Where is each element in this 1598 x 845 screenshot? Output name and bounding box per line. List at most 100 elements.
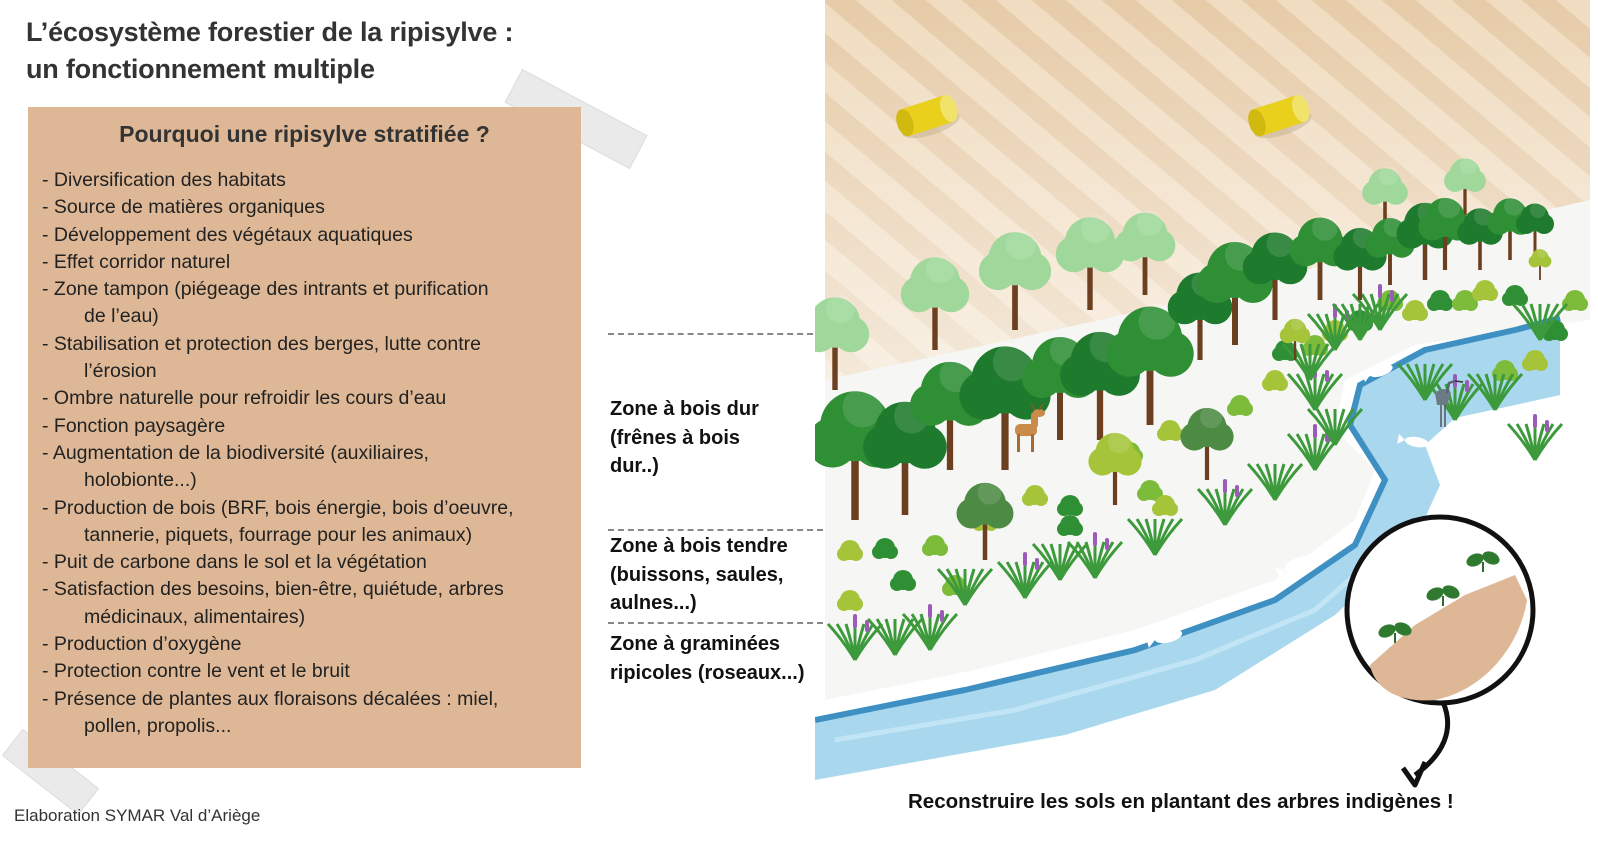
tree-icon [1114,210,1176,295]
seedling-icon [1378,622,1412,643]
shrub-icon [837,540,863,561]
shrub-icon [1227,395,1253,416]
shrub-icon [1057,515,1083,536]
tree-icon [956,480,1014,560]
reed-icon [936,567,994,606]
zone-divider-1 [608,333,823,335]
shrub-icon [1522,350,1548,371]
tree-icon [900,254,970,350]
benefit-text: - Stabilisation et protection des berges… [42,332,481,355]
fish-icon [1361,364,1393,383]
hardwood-trees [815,195,1554,560]
tree-icon [1088,430,1142,505]
shrub-icon [1452,290,1478,311]
benefit-text: - Développement des végétaux aquatiques [42,223,413,246]
benefit-text: - Satisfaction des besoins, bien-être, q… [42,578,504,601]
benefit-text-continued: de l’eau) [84,305,159,328]
reed-icon [1031,542,1089,581]
benefit-text: - Zone tampon (piégeage des intrants et … [42,278,489,301]
zone-hard-wood-line-1: Zone à bois dur [610,398,759,420]
shrub-icon [1157,420,1183,441]
benefit-text: - Puit de carbone dans le sol et la végé… [42,551,427,574]
shrub-icon [1402,300,1428,321]
shrub-icon [1427,290,1453,311]
shrub-icon [837,590,863,611]
page-title: L’écosystème forestier de la ripisylve :… [26,14,513,88]
benefit-text: - Effet corridor naturel [42,250,231,273]
seedling-icon [1466,551,1500,572]
title-line-2: un fonctionnement multiple [26,54,375,84]
shrub-icon [1262,370,1288,391]
shrub-icon [922,535,948,556]
fish-icon [1397,433,1429,448]
benefit-item: - Présence de plantes aux floraisons déc… [42,686,514,741]
reed-icon [1351,284,1409,331]
reed-icon [1466,372,1524,411]
credit-text: Elaboration SYMAR Val d’Ariège [14,806,261,825]
reed-icon [1246,462,1304,501]
reed-icon [1306,407,1364,446]
reed-icon [1066,532,1124,579]
zone-grasses-line-1: Zone à graminées [610,633,781,655]
tree-icon [1457,206,1503,270]
benefit-item: - Fonction paysagère [42,413,514,440]
shrub-icon [1057,495,1083,516]
seedling-icon [1426,585,1460,606]
benefit-item: - Protection contre le vent et le bruit [42,658,514,685]
reed-icon [901,604,959,651]
reed-icon [1126,517,1184,556]
tree-icon [1444,156,1486,215]
benefit-item: - Développement des végétaux aquatiques [42,222,514,249]
shrub-icon [1152,495,1178,516]
benefit-item: - Satisfaction des besoins, bien-être, q… [42,576,514,631]
fish-icon [1145,629,1183,648]
zone-grasses-label: Zone à graminées ripicoles (roseaux...) [610,630,805,687]
river-edge [815,315,1561,723]
benefit-text-continued: médicinaux, alimentaires) [84,605,306,628]
zone-soft-wood-line-2: (buissons, saules, [610,563,784,586]
reed-layer [826,284,1569,661]
tree-icon [1516,202,1554,255]
tree-icon [978,229,1052,330]
reed-icon [1506,414,1564,461]
benefit-item: - Zone tampon (piégeage des intrants et … [42,276,514,331]
zone-soft-wood-line-1: Zone à bois tendre [610,535,788,557]
tree-icon [1528,248,1552,280]
zone-hard-wood-line-2: (frênes à bois [610,426,741,449]
shrub-icon [1022,485,1048,506]
benefit-item: - Production d’oxygène [42,631,514,658]
benefit-item: - Diversification des habitats [42,167,514,194]
river [815,318,1560,780]
benefit-text: - Fonction paysagère [42,414,226,437]
zone-hard-wood-label: Zone à bois dur (frênes à bois dur..) [610,395,759,481]
benefit-text: - Production de bois (BRF, bois énergie,… [42,496,514,519]
tree-icon [1362,166,1408,230]
benefit-text: - Production d’oxygène [42,633,242,656]
shrub-icon [890,570,916,591]
hay-bale-icon [1248,95,1312,139]
benefits-list: - Diversification des habitats- Source d… [42,167,514,740]
benefit-text-continued: pollen, propolis... [84,714,232,737]
benefit-item: - Source de matières organiques [42,194,514,221]
tree-icon [1242,229,1308,320]
benefit-text-continued: l’érosion [84,360,157,383]
reed-icon [1511,302,1569,341]
zone-soft-wood-line-3: aulnes...) [610,592,697,614]
zone-soft-wood-label: Zone à bois tendre (buissons, saules, au… [610,532,788,618]
tree-icon [1289,215,1351,300]
call-to-action: Reconstruire les sols en plantant des ar… [908,790,1454,813]
benefit-item: - Ombre naturelle pour refroidir les cou… [42,385,514,412]
benefit-item: - Production de bois (BRF, bois énergie,… [42,495,514,550]
background-trees [815,156,1486,390]
riparian-illustration [815,0,1590,788]
arrow-icon [1400,701,1451,788]
zone-divider-3 [608,622,823,624]
reed-icon [1196,479,1254,526]
tree-icon [959,342,1051,470]
benefit-text-continued: tannerie, piquets, fourrage pour les ani… [84,523,473,546]
zone-divider-2 [608,529,823,531]
benefit-item: - Puit de carbone dans le sol et la végé… [42,549,514,576]
benefit-text: - Protection contre le vent et le bruit [42,660,350,683]
zone-grasses-line-2: ripicoles (roseaux...) [610,661,805,684]
shrub-icon [872,538,898,559]
